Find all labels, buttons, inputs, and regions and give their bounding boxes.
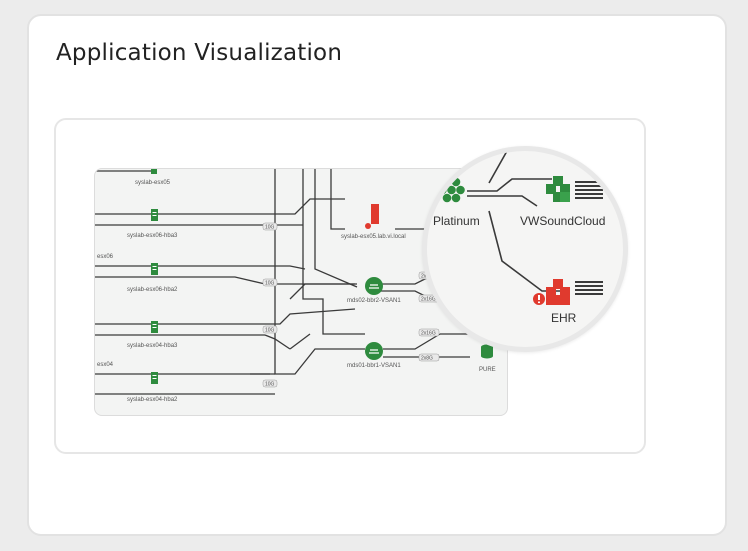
link-label: 10G xyxy=(265,328,275,334)
switch-icon xyxy=(365,342,383,360)
cubes-alert-icon xyxy=(546,279,570,305)
node-label: syslab-esx04-hba3 xyxy=(127,343,178,349)
node-label: PURE xyxy=(479,367,496,373)
magnifier-lens: Platinum VWSoundCloud EHR xyxy=(422,146,628,352)
page-title: Application Visualization xyxy=(56,40,343,66)
node-label: esx06 xyxy=(97,254,114,260)
lens-graphic xyxy=(438,151,603,305)
node-label: syslab-esx05 xyxy=(135,180,171,186)
cluster-icon xyxy=(438,177,465,203)
node-label: syslab-esx06-hba3 xyxy=(127,233,178,239)
link-label: 10G xyxy=(265,225,275,231)
alert-icon xyxy=(365,223,371,229)
server-alert-icon xyxy=(371,204,379,224)
lens-node-label: Platinum xyxy=(433,214,480,228)
link-label: 10G xyxy=(265,281,275,287)
link-label: 10G xyxy=(265,382,275,388)
screenshot-frame: 10G 10G 10G 10G 2x16G 2x16G 2x16G 2x8G xyxy=(54,118,646,454)
lens-node-label: EHR xyxy=(551,311,577,325)
node-label: mds01-bbr1-VSAN1 xyxy=(347,363,401,369)
link-label: 2x8G xyxy=(421,356,433,362)
lens-node-label: VWSoundCloud xyxy=(520,214,606,228)
node-label: syslab-esx04-hba2 xyxy=(127,397,178,403)
link-label: 2x16G xyxy=(421,331,436,337)
node-label: syslab-esx05.lab.vi.local xyxy=(341,234,406,240)
server-icon xyxy=(151,169,157,174)
switch-icon xyxy=(365,277,383,295)
topology-lines: 10G 10G 10G 10G 2x16G 2x16G 2x16G 2x8G xyxy=(95,169,501,395)
cubes-icon xyxy=(546,176,570,202)
node-label: mds02-bbr2-VSAN1 xyxy=(347,298,401,304)
node-label: syslab-esx06-hba2 xyxy=(127,287,178,293)
node-label: esx04 xyxy=(97,362,114,368)
link-label: 2x16G xyxy=(421,297,436,303)
